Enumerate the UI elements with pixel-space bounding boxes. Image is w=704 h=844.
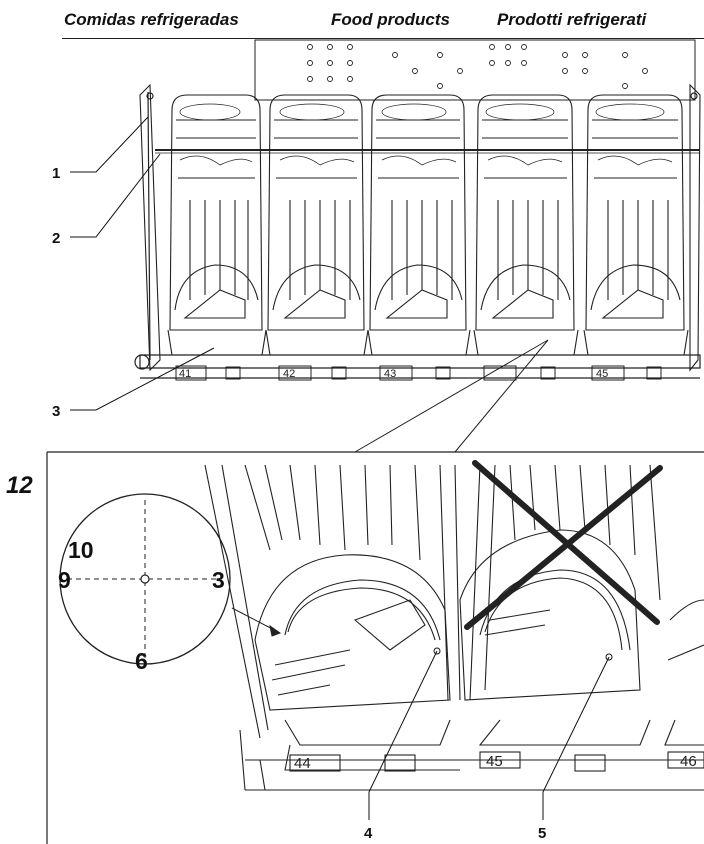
header-title-english: Food products	[331, 10, 450, 29]
zoom-lines	[354, 339, 549, 453]
clock-label-9: 9	[58, 567, 71, 593]
slot-plates	[175, 365, 662, 381]
cartridge-43	[367, 94, 471, 356]
detail-drawing	[204, 464, 704, 791]
slot-label-45: 45	[596, 368, 608, 380]
detail-slot-label-45: 45	[486, 753, 503, 770]
detail-slot-label-44: 44	[294, 755, 311, 772]
slot-label-41: 41	[179, 368, 191, 380]
cartridge-44	[473, 94, 579, 356]
clock-label-6: 6	[135, 648, 148, 674]
callout-4: 4	[364, 825, 373, 842]
cartridge-41	[167, 94, 267, 356]
callout-1: 1	[52, 165, 60, 182]
wrong-position-x-mark	[464, 460, 663, 630]
header-rule	[62, 38, 704, 39]
cartridge-42	[265, 94, 369, 356]
callout-3: 3	[52, 403, 60, 420]
callout-leaders-top	[70, 116, 215, 411]
product-cartridges	[167, 94, 689, 356]
slot-label-42: 42	[283, 368, 295, 380]
detail-frame	[46, 451, 704, 844]
clock-face-inset	[59, 493, 282, 665]
back-panel-holes	[307, 44, 648, 89]
clock-label-10: 10	[68, 537, 94, 563]
header-title-italian: Prodotti refrigerati	[497, 10, 647, 29]
callout-leaders-bottom	[368, 647, 613, 820]
cartridge-labels	[179, 103, 673, 166]
cartridge-45	[583, 94, 689, 356]
callout-5: 5	[538, 825, 546, 842]
detail-slot-label-46: 46	[680, 753, 697, 770]
callout-2: 2	[52, 230, 60, 247]
slot-label-43: 43	[384, 368, 396, 380]
header-title-spanish: Comidas refrigeradas	[64, 10, 239, 29]
clock-label-3: 3	[212, 567, 225, 593]
figure-number: 12	[6, 472, 33, 499]
